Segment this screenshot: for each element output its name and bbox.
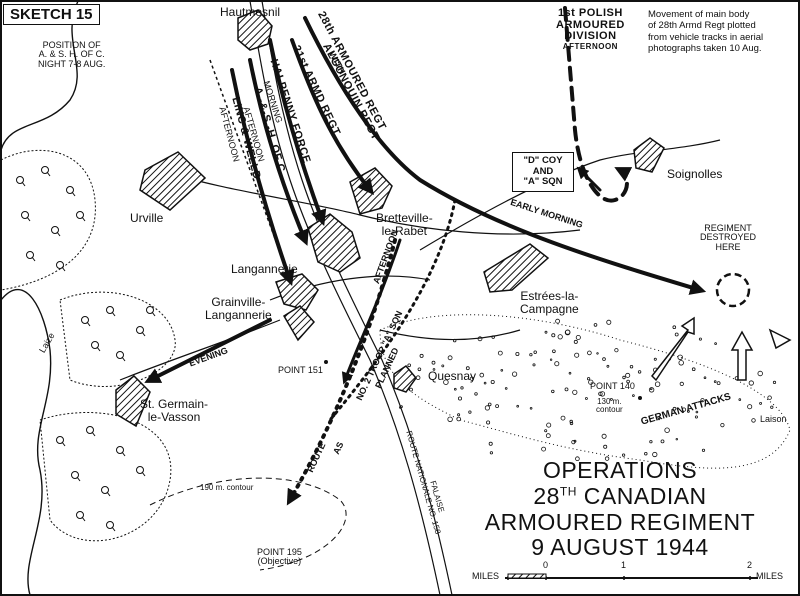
polish-line3: DIVISION (564, 30, 617, 43)
town-urville (139, 151, 207, 211)
destroyed-circle (715, 272, 751, 308)
title-sup: TH (559, 484, 577, 499)
arrow-ash (248, 58, 309, 246)
arrow-route-planned (286, 238, 397, 506)
d-coy-line1: "D" COY (523, 154, 563, 166)
point-195-label: POINT 195 (Objective) (257, 547, 302, 567)
polish-line4: AFTERNOON (562, 41, 618, 51)
scale-zero: 0 (543, 560, 549, 570)
title-rest: CANADIAN (576, 482, 707, 509)
contour-190 (149, 477, 347, 571)
point-151-marker (324, 360, 328, 364)
town-hautmesnil (237, 9, 273, 51)
position-line1: POSITION OF (42, 40, 101, 50)
estrees-line2: Campagne (520, 301, 579, 316)
grainville-line2: Langannerie (205, 307, 272, 322)
laize-river (0, 288, 52, 596)
wood-symbols (16, 166, 156, 532)
title-line4: 9 AUGUST 1944 (531, 534, 709, 561)
town-langannerie (307, 213, 361, 273)
title-line3: ARMOURED REGIMENT (484, 508, 756, 535)
arrow-28th-armd (303, 16, 707, 295)
town-label-urville: Urville (130, 211, 164, 225)
st-germain-line2: le-Vasson (147, 409, 201, 424)
town-label-estrees: Estrées-la- Campagne (520, 290, 579, 315)
position-line3: NIGHT 7-8 AUG. (38, 58, 106, 69)
point-195-line1: POINT 195 (257, 547, 302, 557)
unit-label-polish: 1st POLISH ARMOURED DIVISION AFTERNOON (556, 7, 625, 51)
aerial-note: Movement of main body of 28th Armd Regt … (648, 9, 763, 55)
title-num: 28 (533, 482, 560, 509)
town-quesnay (393, 365, 417, 393)
point-140-label: POINT 140 (590, 381, 635, 391)
note-line: of 28th Armd Regt plotted (648, 20, 756, 32)
laison-label: Laison (760, 414, 787, 424)
scale-bar (505, 573, 758, 580)
d-coy-box: "D" COY AND "A" SQN (512, 152, 574, 192)
contour-130-line2: contour (596, 405, 623, 415)
arrow-linc (230, 68, 295, 287)
destroyed-line3: HERE (715, 241, 741, 252)
destroyed-line1: REGIMENT (704, 223, 752, 233)
grainville-line1: Grainville- (211, 295, 266, 309)
town-soignolles (633, 137, 665, 173)
arrow-21st-armd (290, 38, 374, 195)
point-151-label: POINT 151 (278, 365, 323, 375)
sketch-label: SKETCH 15 (3, 4, 100, 25)
town-label-soignolles: Soignolles (667, 167, 723, 181)
estrees-line1: Estrées-la- (520, 289, 579, 303)
town-shapes (115, 9, 665, 428)
arrow-halpenny (268, 38, 327, 227)
position-label: POSITION OF A. & S. H. OF C. NIGHT 7-8 A… (38, 40, 106, 69)
arrow-evening (144, 318, 272, 383)
contour-130-line1: 130 m. (597, 397, 622, 406)
regiment-destroyed-label: REGIMENT DESTROYED HERE (700, 223, 757, 252)
town-st-germain (115, 375, 151, 428)
town-label-quesnay: Quesnay (428, 369, 477, 383)
bretteville-line2: le-Rabet (381, 223, 428, 238)
town-estrees (483, 243, 550, 293)
bretteville-line1: Bretteville- (376, 211, 433, 225)
arrow-soignolles-1 (576, 166, 602, 192)
st-germain-line1: St. Germain- (140, 397, 209, 411)
polish-line2: ARMOURED (556, 18, 625, 31)
position-line2: A. & S. H. OF C. (38, 49, 105, 60)
scale-one: 1 (621, 560, 627, 570)
town-label-bretteville: Bretteville- le-Rabet (376, 212, 433, 237)
arrow-no2-troop (328, 198, 457, 422)
town-label-hautmesnil: Hautmesnil (220, 5, 281, 19)
town-label-langannerie: Langannerie (231, 262, 298, 276)
river-left (0, 0, 79, 151)
scale-two: 2 (747, 560, 753, 570)
scale-miles-left: MILES (472, 571, 500, 581)
destroyed-line2: DESTROYED (700, 232, 757, 243)
polish-line1: 1st POLISH (557, 7, 623, 19)
hill-dots (398, 318, 777, 462)
map-title: OPERATIONS 28TH CANADIAN ARMOURED REGIME… (470, 457, 770, 561)
d-coy-line2: AND (532, 165, 554, 177)
town-label-grainville: Grainville- Langannerie (205, 296, 272, 321)
arrow-polish (563, 6, 633, 203)
german-attack-arrows (651, 316, 792, 382)
note-line: photographs taken 10 Aug. (648, 43, 762, 55)
d-coy-line3: "A" SQN (523, 176, 563, 188)
note-line: Movement of main body (648, 9, 750, 20)
contour-130-label: 130 m. contour (596, 397, 623, 415)
town-farm (282, 305, 315, 342)
woods-left (0, 149, 176, 542)
roads (119, 0, 721, 596)
note-line: from vehicle tracks in aerial (648, 31, 764, 43)
point-140-marker (638, 396, 642, 400)
title-line2: 28TH CANADIAN (470, 482, 770, 510)
point-195-line2: (Objective) (257, 556, 302, 567)
title-line1: OPERATIONS (542, 457, 698, 483)
movement-arrows (144, 6, 707, 506)
scale-miles-right: MILES (756, 571, 784, 581)
contour-190-label: 190 m. contour (200, 483, 254, 492)
town-label-st-germain: St. Germain- le-Vasson (140, 398, 208, 423)
